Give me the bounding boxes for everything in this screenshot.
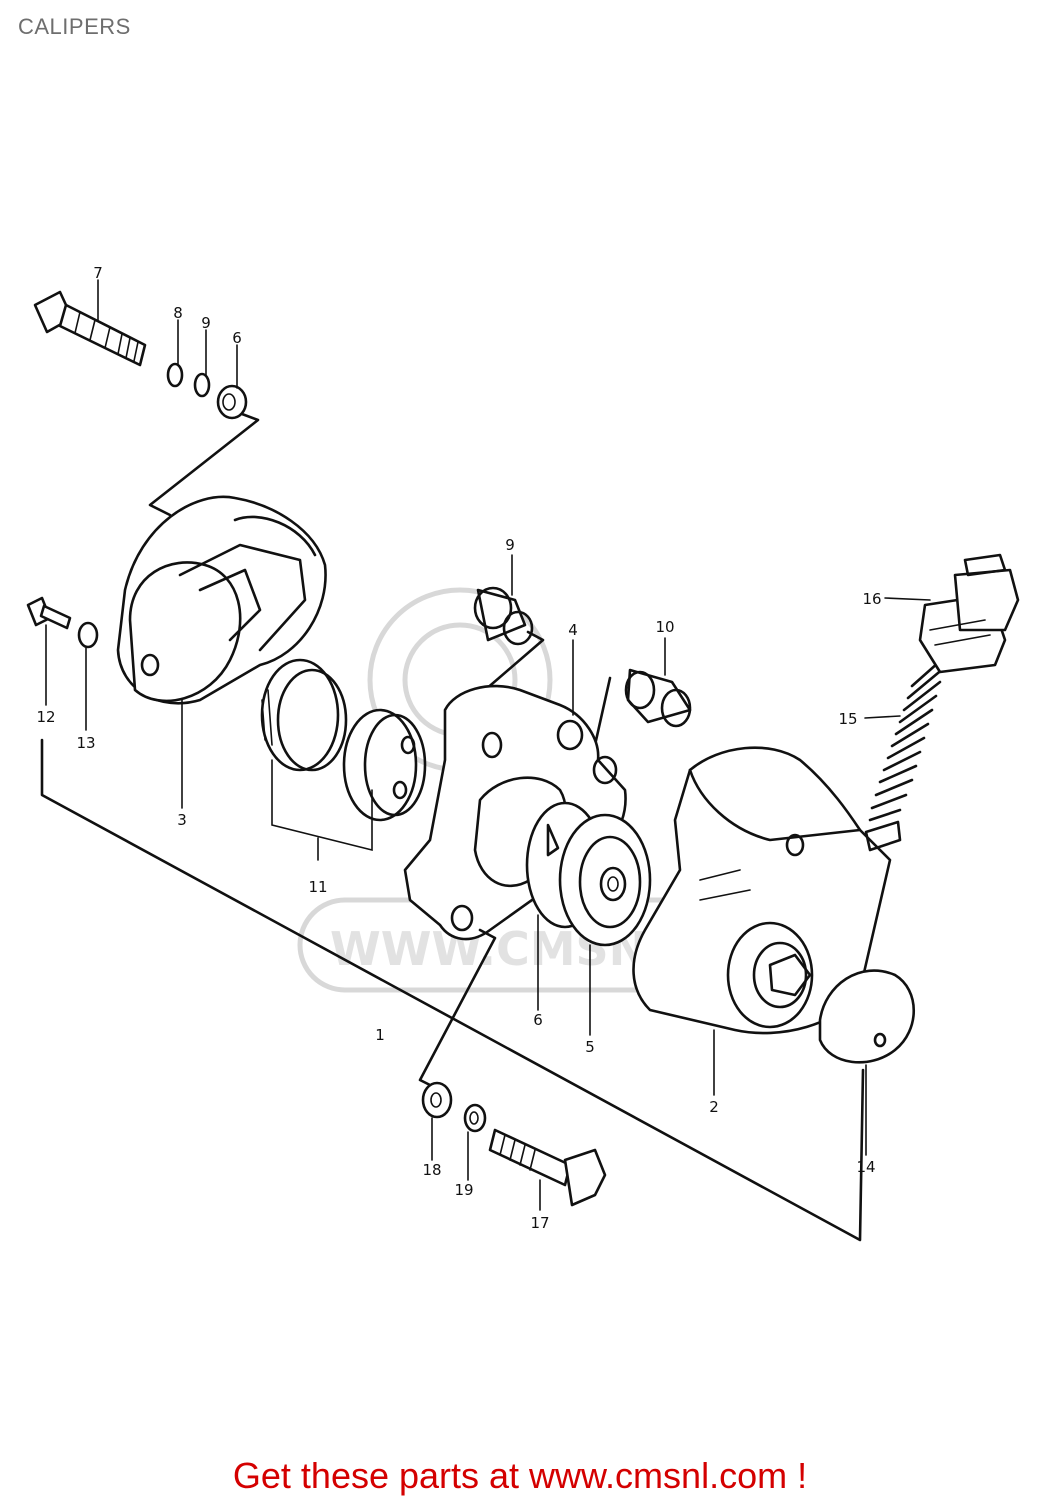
callout-13: 13	[76, 734, 95, 752]
callout-4: 4	[568, 621, 578, 639]
callout-19: 19	[454, 1181, 473, 1199]
part-sleeve-10a[interactable]	[473, 586, 534, 646]
callout-labels: 7 8 9 6 12 13 3 11 9 10 4 6 5 1 2 14 15 …	[36, 264, 881, 1232]
part-washer-8[interactable]	[216, 384, 248, 420]
leader-bolt-17	[418, 928, 497, 1087]
part-caliper-half-3[interactable]	[116, 495, 327, 705]
callout-15: 15	[838, 710, 857, 728]
part-bleeder-16[interactable]	[918, 553, 1020, 674]
callout-16: 16	[862, 590, 881, 608]
callout-12: 12	[36, 708, 55, 726]
callout-17: 17	[530, 1214, 549, 1232]
leader-sleeve-10b	[593, 676, 612, 747]
part-bolt-12[interactable]	[26, 596, 72, 630]
part-spring-15[interactable]	[864, 652, 950, 852]
part-cap-14[interactable]	[818, 969, 915, 1064]
part-washer-9b[interactable]	[193, 372, 211, 398]
part-washer-18[interactable]	[421, 1081, 453, 1119]
callout-14: 14	[856, 1158, 875, 1176]
page-title: CALIPERS	[18, 14, 131, 39]
footer-parts-link[interactable]: Get these parts at www.cmsnl.com !	[232, 1455, 808, 1496]
part-washer-9a[interactable]	[166, 362, 184, 388]
part-sleeve-10b[interactable]	[624, 668, 692, 728]
callout-2: 2	[709, 1098, 719, 1116]
callout-18: 18	[422, 1161, 441, 1179]
part-seal-11b[interactable]	[342, 708, 427, 822]
part-bolt-17[interactable]	[488, 1128, 607, 1207]
callout-7: 7	[93, 264, 103, 282]
callout-10b: 10	[655, 618, 674, 636]
part-bolt-7[interactable]	[33, 290, 147, 367]
callout-6: 6	[533, 1011, 543, 1029]
part-washer-13[interactable]	[77, 621, 99, 649]
assembly-line-1b	[41, 794, 861, 1241]
part-seal-11a[interactable]	[260, 658, 348, 772]
leader-bolt-group	[148, 412, 260, 517]
callout-leaders	[45, 279, 931, 1211]
part-washer-19[interactable]	[463, 1103, 487, 1133]
part-piston-5[interactable]	[558, 813, 652, 947]
callout-11: 11	[308, 878, 327, 896]
callout-10a: 9	[505, 536, 515, 554]
callout-1: 1	[375, 1026, 385, 1044]
callout-8: 6	[232, 329, 242, 347]
callout-5: 5	[585, 1038, 595, 1056]
callout-9a: 8	[173, 304, 183, 322]
callout-3: 3	[177, 811, 187, 829]
callout-9b: 9	[201, 314, 211, 332]
